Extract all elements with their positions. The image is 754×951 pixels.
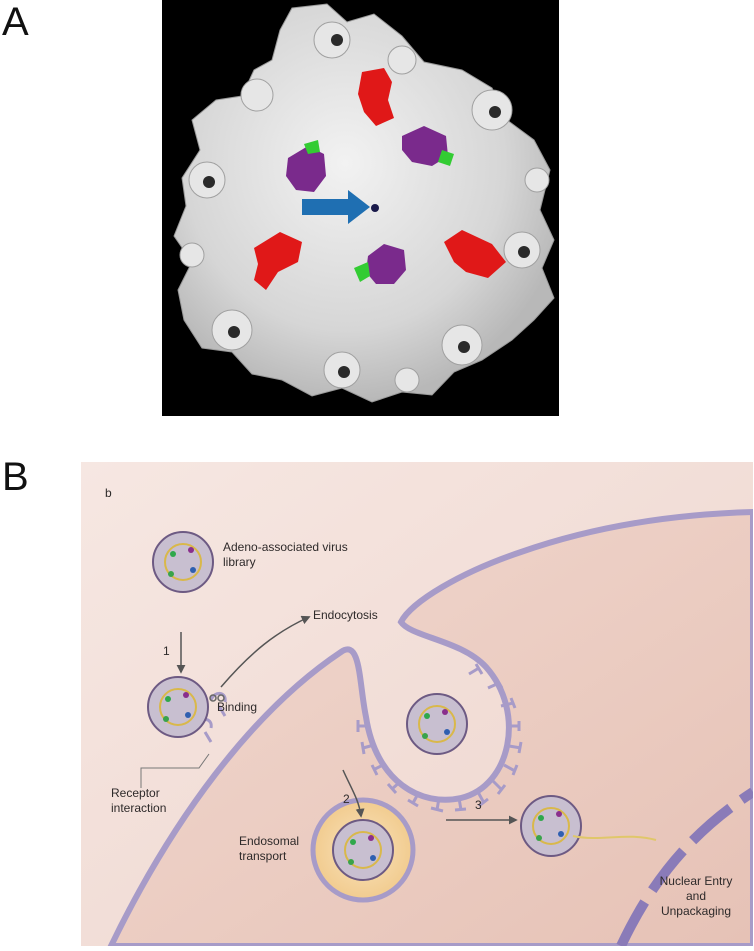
red-site-top [358,68,394,126]
receptor-leader-line [140,753,210,788]
aav-particle-invagination [406,693,468,755]
label-library: Adeno-associated virus library [223,540,348,570]
aav-particle-library [152,531,214,593]
label-nuclear-line1: Nuclear Entry [659,874,733,888]
receptors-invagination [356,663,523,813]
label-library-line2: library [223,555,256,569]
pathway-arrows [176,615,518,825]
red-sites [254,68,506,290]
aav-particle-binding [147,676,225,738]
infection-pathway-illustration [81,462,754,949]
sub-letter: b [105,486,112,500]
label-endosomal-line2: transport [239,849,287,863]
fivefold-pore [371,204,379,212]
green-site-left [304,140,320,154]
label-nuclear-line2: and [685,889,707,903]
label-nuclear-line3: Unpackaging [660,904,732,918]
label-endosomal-line1: Endosomal [239,834,300,848]
capsid-structure-panel [162,0,559,416]
blue-arrow [302,190,370,224]
label-nuclear: Nuclear Entry and Unpackaging [651,874,741,919]
capsid-surface-loops [179,21,550,393]
panel-a-letter: A [2,0,29,44]
infection-pathway-panel: b Adeno-associated virus library Endocyt… [81,462,754,949]
aav-particle-nuclear [520,795,657,857]
purple-site-bottom [366,244,406,284]
label-binding: Binding [217,700,258,714]
red-site-right [444,230,506,278]
green-site-top-right [438,150,454,166]
label-receptor-line2: interaction [111,801,167,815]
capsid-surface-illustration [162,0,559,416]
label-endosomal: Endosomal transport [239,834,299,864]
arrow-step-2 [342,769,365,818]
arrow-endocytosis [220,615,311,688]
capsid-surface-pores [203,34,530,378]
red-site-left [254,232,302,290]
panel-b-letter: B [2,455,29,499]
step-3-number: 3 [475,798,482,812]
label-endocytosis: Endocytosis [313,608,378,622]
label-library-line1: Adeno-associated virus [223,540,348,554]
step-2-number: 2 [343,792,350,806]
purple-site-top-right [402,126,448,166]
step-1-number: 1 [163,644,170,658]
label-receptor: Receptor interaction [111,786,166,816]
label-receptor-line1: Receptor [111,786,160,800]
aav-particle-endosome [332,819,394,881]
purple-sites [286,126,454,284]
nuclear-envelope [616,787,754,949]
purple-site-left [286,146,326,192]
green-site-bottom [354,262,370,282]
